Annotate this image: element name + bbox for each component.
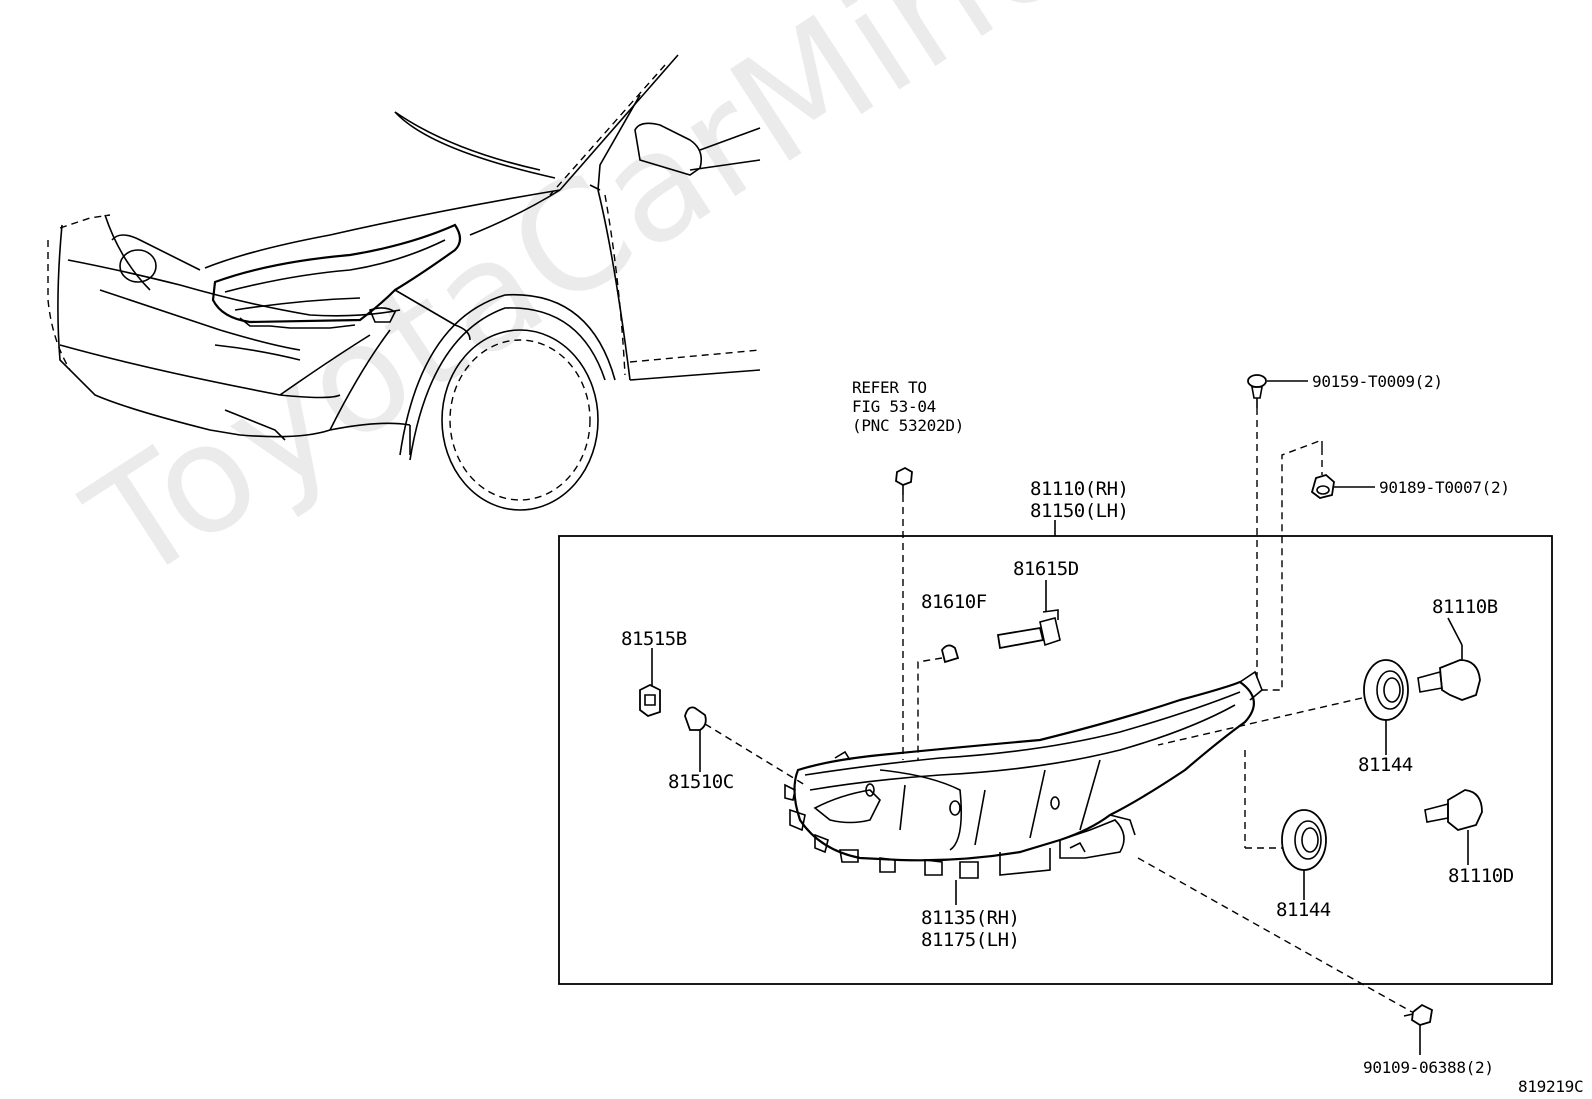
diagram-code: 819219C <box>1518 1077 1584 1096</box>
socket-81515B-drawing <box>639 683 661 718</box>
label-81615D: 81615D <box>1013 558 1079 580</box>
label-81144-upper: 81144 <box>1358 754 1413 776</box>
cap-81144-upper-drawing <box>1363 659 1409 721</box>
bolt-90109-drawing <box>1403 1003 1433 1038</box>
label-90109: 90109-06388(2) <box>1363 1058 1494 1077</box>
socket-81615D-drawing <box>996 609 1061 650</box>
bulb-81610F-drawing <box>941 644 960 664</box>
bulb-81110B-drawing <box>1417 652 1481 701</box>
label-81144-lower: 81144 <box>1276 899 1331 921</box>
label-assembly-rh: 81110(RH) <box>1030 478 1129 500</box>
cap-81144-lower-drawing <box>1281 809 1327 871</box>
bulb-81510C-drawing <box>684 706 707 731</box>
label-90189: 90189-T0007(2) <box>1379 478 1510 497</box>
refer-note-line3: (PNC 53202D) <box>852 416 964 435</box>
label-81515B: 81515B <box>621 628 687 650</box>
vehicle-front-illustration <box>47 54 761 511</box>
grommet-90189-drawing <box>1310 473 1335 499</box>
refer-note-line1: REFER TO <box>852 378 927 397</box>
screw-90159-drawing <box>1247 374 1267 408</box>
label-90159: 90159-T0009(2) <box>1312 372 1443 391</box>
label-81135: 81135(RH) <box>921 907 1020 929</box>
label-81175: 81175(LH) <box>921 929 1020 951</box>
refer-note-line2: FIG 53-04 <box>852 397 936 416</box>
label-81610F: 81610F <box>921 591 987 613</box>
leader-lines <box>651 380 1469 1055</box>
label-81510C: 81510C <box>668 771 734 793</box>
bulb-81110D-drawing <box>1424 789 1483 845</box>
headlamp-assembly-drawing <box>784 670 1263 879</box>
refer-bolt-drawing <box>895 466 913 495</box>
label-81110B: 81110B <box>1432 596 1498 618</box>
label-81110D: 81110D <box>1448 865 1514 887</box>
label-assembly-lh: 81150(LH) <box>1030 500 1129 522</box>
